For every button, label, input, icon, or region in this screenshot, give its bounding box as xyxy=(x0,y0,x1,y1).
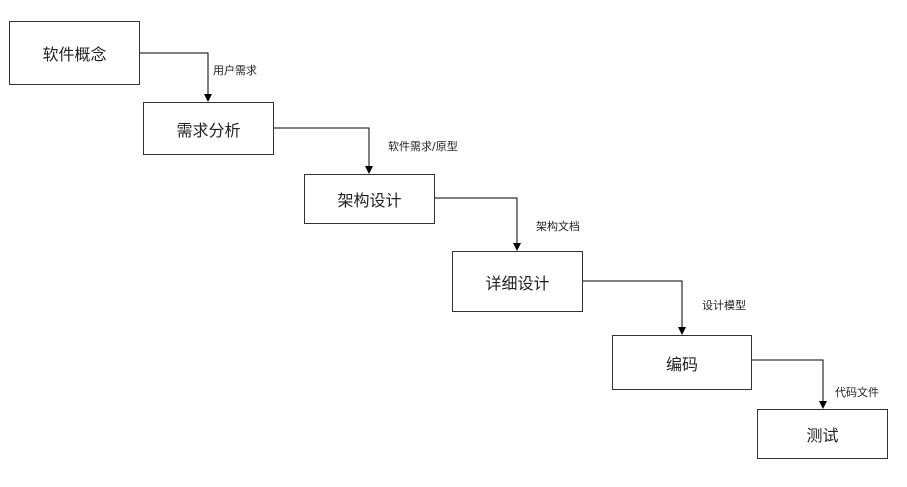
edge-label-design-model: 设计模型 xyxy=(702,299,746,312)
step-requirements-analysis[interactable]: 需求分析 xyxy=(143,102,274,155)
edge-arrow-3 xyxy=(434,197,521,251)
step-coding[interactable]: 编码 xyxy=(612,335,752,390)
edge-arrow-2 xyxy=(273,127,373,174)
edge-label-user-requirements: 用户需求 xyxy=(213,64,257,77)
step-detailed-design[interactable]: 详细设计 xyxy=(452,251,583,312)
edge-arrow-4 xyxy=(582,280,686,335)
edge-label-software-requirements: 软件需求/原型 xyxy=(388,140,458,153)
step-software-concept[interactable]: 软件概念 xyxy=(9,21,140,85)
step-testing[interactable]: 测试 xyxy=(757,409,888,459)
edge-arrow-1 xyxy=(139,52,212,102)
step-architecture-design[interactable]: 架构设计 xyxy=(304,174,435,224)
edge-arrow-5 xyxy=(751,359,827,409)
edge-label-architecture-doc: 架构文档 xyxy=(536,220,580,233)
edge-label-code-files: 代码文件 xyxy=(835,386,879,399)
